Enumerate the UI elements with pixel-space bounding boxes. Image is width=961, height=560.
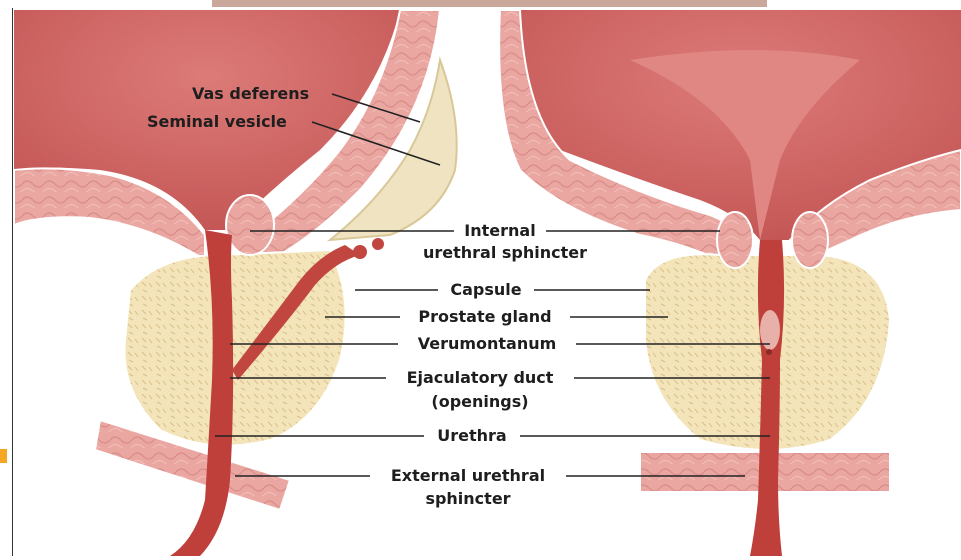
- left-vas-ampulla: [353, 245, 367, 259]
- label-external-sphincter-line1: External urethral: [370, 466, 566, 486]
- label-ejaculatory-duct-line1: Ejaculatory duct: [386, 368, 574, 388]
- right-duct-opening: [766, 349, 772, 355]
- frame-border: [12, 8, 13, 556]
- label-internal-sphincter-line1: Internal: [455, 221, 545, 241]
- label-vas-deferens: Vas deferens: [192, 84, 309, 104]
- label-urethra: Urethra: [424, 426, 520, 446]
- slide-marker: [0, 449, 7, 463]
- label-capsule: Capsule: [438, 280, 534, 300]
- label-verumontanum: Verumontanum: [398, 334, 576, 354]
- left-internal-sphincter: [226, 195, 274, 255]
- label-seminal-vesicle: Seminal vesicle: [147, 112, 287, 132]
- label-external-sphincter-line2: sphincter: [370, 489, 566, 509]
- right-internal-sphincter-r: [792, 212, 828, 268]
- right-internal-sphincter-l: [717, 212, 753, 268]
- left-vas-ampulla-2: [372, 238, 384, 250]
- label-internal-sphincter-line2: urethral sphincter: [405, 243, 605, 263]
- top-strip: [212, 0, 767, 7]
- label-ejaculatory-duct-line2: (openings): [386, 392, 574, 412]
- label-prostate-gland: Prostate gland: [400, 307, 570, 327]
